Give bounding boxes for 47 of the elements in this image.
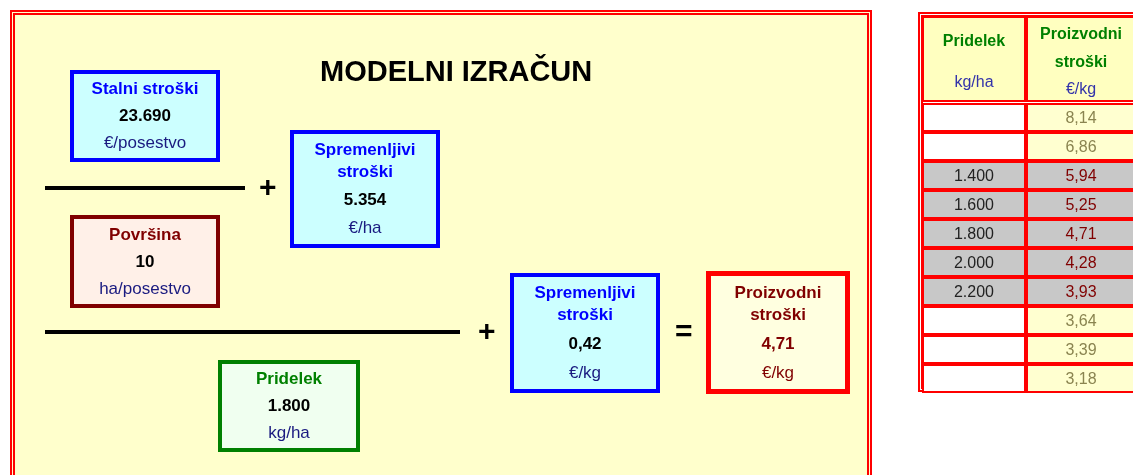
table-cell: 3,64 [1026,306,1133,335]
value-box [290,130,440,248]
table-cell: 4,71 [1026,219,1133,248]
box-unit: €/ha [348,217,382,239]
table-cell: 1.400 [922,161,1026,190]
box-value: 23.690 [119,105,171,127]
box-heading: Pridelek [255,368,323,391]
box-value: 0,42 [568,333,602,355]
title: MODELNI IZRAČUN [320,55,593,88]
box-unit: ha/posestvo [99,277,191,300]
value-box [706,271,850,394]
operator-sign: + [259,170,277,204]
table-cell: 8,14 [1026,103,1133,132]
table-cell: 2.200 [922,277,1026,306]
column-heading: Pridelek [942,31,1006,51]
table-cell: 5,94 [1026,161,1133,190]
table-cell: 1.600 [922,190,1026,219]
box-heading: Spremenljivi stroški [313,139,417,183]
table-cell: 3,93 [1026,277,1133,306]
box-value: 4,71 [761,332,795,355]
table-cell: 3,18 [1026,364,1133,393]
box-unit: kg/ha [268,421,310,444]
table-cell: 6,86 [1026,132,1133,161]
table-cell: 5,25 [1026,190,1133,219]
column-heading: Proizvodni stroški [1039,24,1123,72]
box-heading: Stalni stroški [91,78,199,101]
box-unit: €/kg [761,361,795,384]
table-cell: 1.800 [922,219,1026,248]
column-unit: kg/ha [954,73,994,91]
column-unit: €/kg [1065,80,1097,98]
table-cell: 3,39 [1026,335,1133,364]
table-cell: 2.000 [922,248,1026,277]
box-unit: €/posestvo [103,131,187,154]
box-value: 1.800 [267,395,311,417]
box-unit: €/kg [568,361,602,384]
box-value: 10 [135,250,155,273]
box-value: 5.354 [343,189,387,211]
value-box [70,70,220,162]
table-cell: 4,28 [1026,248,1133,277]
value-box [218,360,360,452]
value-box [510,273,660,393]
operator-sign: = [675,314,693,348]
operator-sign: + [478,314,496,348]
value-box [70,215,220,308]
box-heading: Površina [109,223,181,246]
box-heading: Proizvodni stroški [733,281,823,326]
box-heading: Spremenljivi stroški [533,282,637,327]
